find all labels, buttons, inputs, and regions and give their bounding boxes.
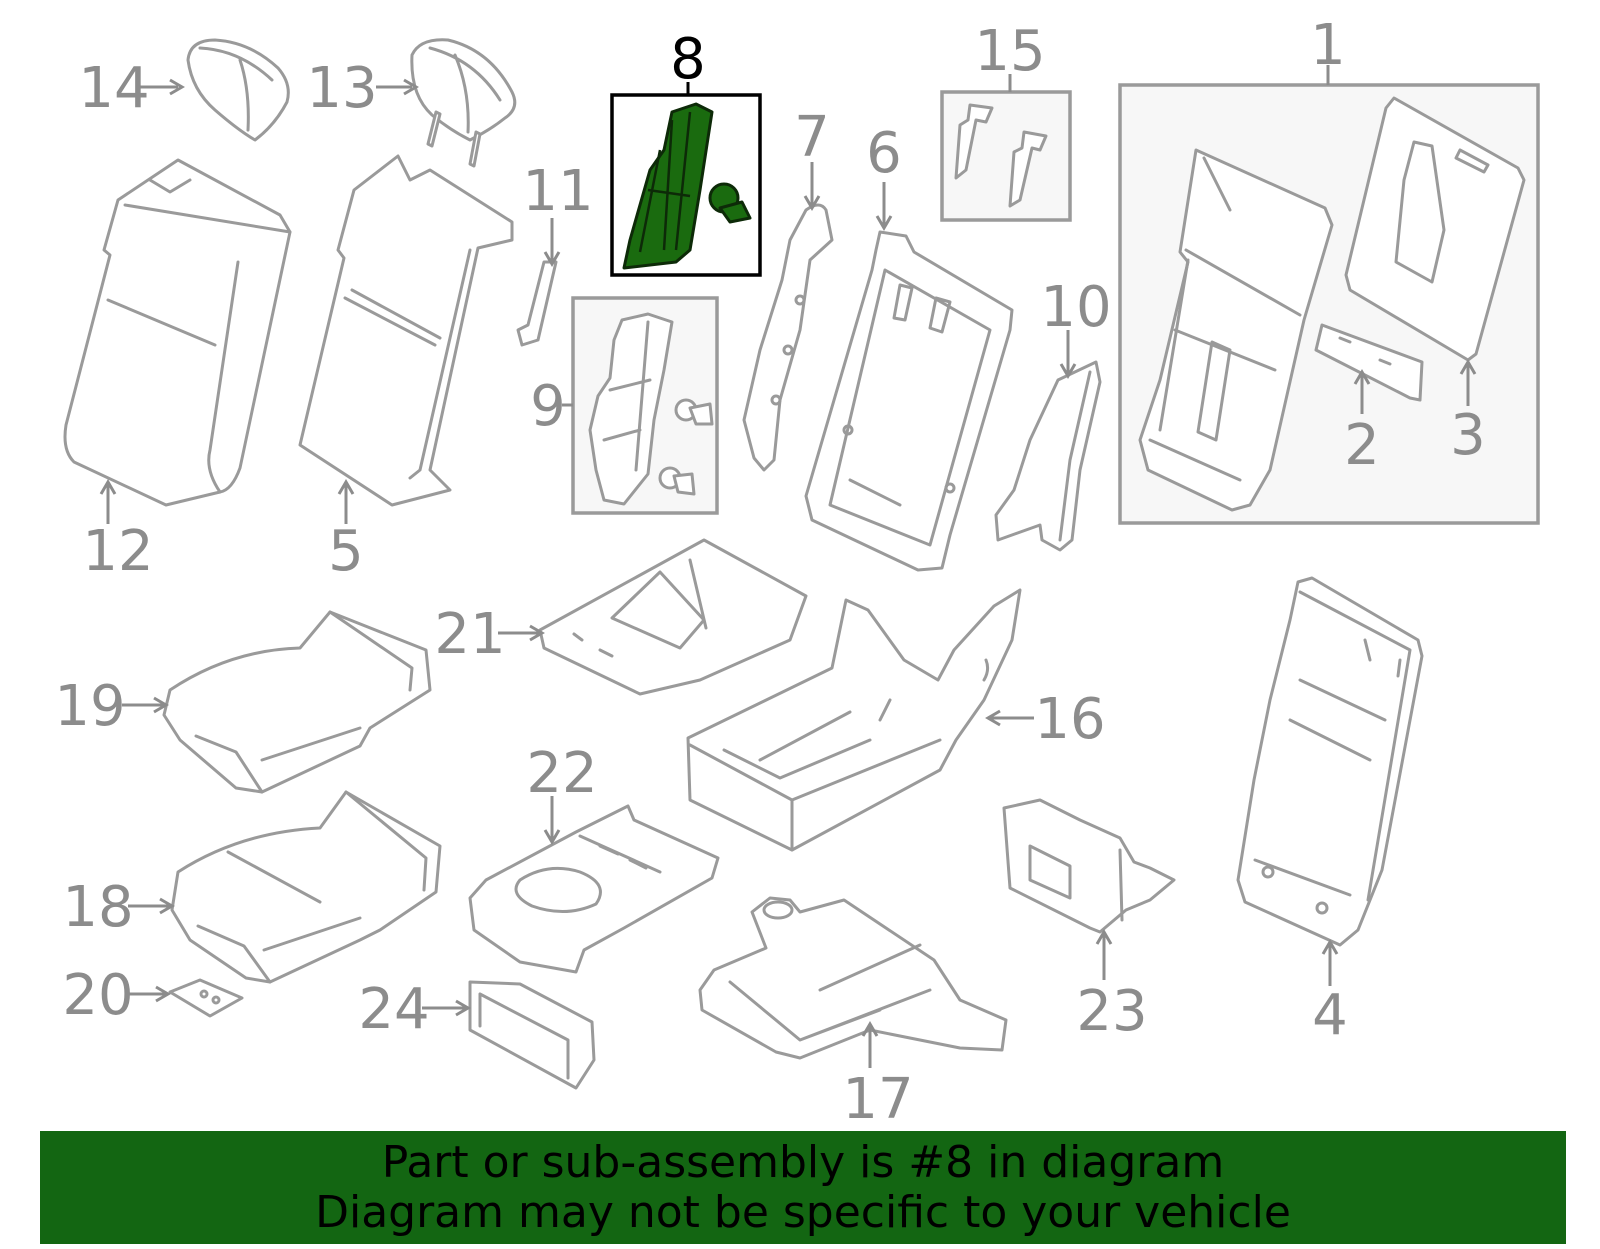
callout-5: 5 — [328, 519, 364, 584]
callout-3: 3 — [1450, 403, 1486, 468]
part-11-trim-strip[interactable] — [516, 260, 558, 347]
callout-7: 7 — [794, 105, 830, 170]
callout-10: 10 — [1040, 275, 1111, 340]
part-23-bracket[interactable] — [1002, 798, 1176, 934]
callout-19: 19 — [54, 674, 125, 739]
callout-16: 16 — [1034, 687, 1105, 752]
callout-24: 24 — [358, 977, 429, 1042]
part-1-seatback-assembly[interactable] — [1138, 148, 1334, 512]
part-2-latch-plate[interactable] — [1314, 323, 1424, 402]
callout-4: 4 — [1312, 983, 1348, 1048]
part-18-cushion-pad[interactable] — [170, 790, 442, 984]
banner-line-1: Part or sub-assembly is #8 in diagram — [381, 1136, 1225, 1188]
banner-line-2: Diagram may not be specific to your vehi… — [315, 1186, 1291, 1238]
part-15-fasteners[interactable] — [954, 103, 1048, 208]
leader-lines — [99, 65, 1477, 1068]
part-24-storage-bin[interactable] — [468, 980, 596, 1090]
part-4-rear-panel[interactable] — [1236, 576, 1424, 947]
part-17-lower-tray[interactable] — [698, 896, 1008, 1060]
callout-23: 23 — [1076, 979, 1147, 1044]
part-9-bracket-with-bolts[interactable] — [588, 312, 714, 506]
part-19-cushion-cover[interactable] — [162, 610, 432, 794]
callout-1: 1 — [1310, 13, 1346, 78]
part-22-cupholder-tray[interactable] — [468, 804, 720, 974]
callout-9: 9 — [530, 374, 566, 439]
part-6-seatback-frame[interactable] — [804, 230, 1014, 572]
callout-21: 21 — [434, 602, 505, 667]
callout-13: 13 — [306, 56, 377, 121]
part-16-console-base[interactable] — [686, 588, 1022, 852]
part-12-seatback-cover[interactable] — [63, 158, 292, 507]
part-20-clip[interactable] — [168, 978, 244, 1018]
part-21-console-tray[interactable] — [538, 538, 808, 696]
callout-14: 14 — [78, 56, 149, 121]
callout-8: 8 — [670, 27, 706, 92]
part-5-seatback-pad[interactable] — [298, 154, 514, 507]
callout-2: 2 — [1344, 413, 1380, 478]
callout-18: 18 — [62, 875, 133, 940]
part-10-side-cover[interactable] — [994, 360, 1102, 552]
callout-12: 12 — [82, 519, 153, 584]
part-14-headrest[interactable] — [186, 38, 290, 142]
info-banner: Part or sub-assembly is #8 in diagram Di… — [40, 1131, 1566, 1244]
part-8-highlighted-bracket[interactable] — [622, 102, 752, 270]
callout-15: 15 — [974, 19, 1045, 84]
callout-17: 17 — [842, 1067, 913, 1132]
part-13-headrest[interactable] — [410, 38, 517, 168]
callout-6: 6 — [866, 121, 902, 186]
callout-11: 11 — [522, 159, 593, 224]
callout-20: 20 — [62, 963, 133, 1028]
callout-22: 22 — [526, 741, 597, 806]
